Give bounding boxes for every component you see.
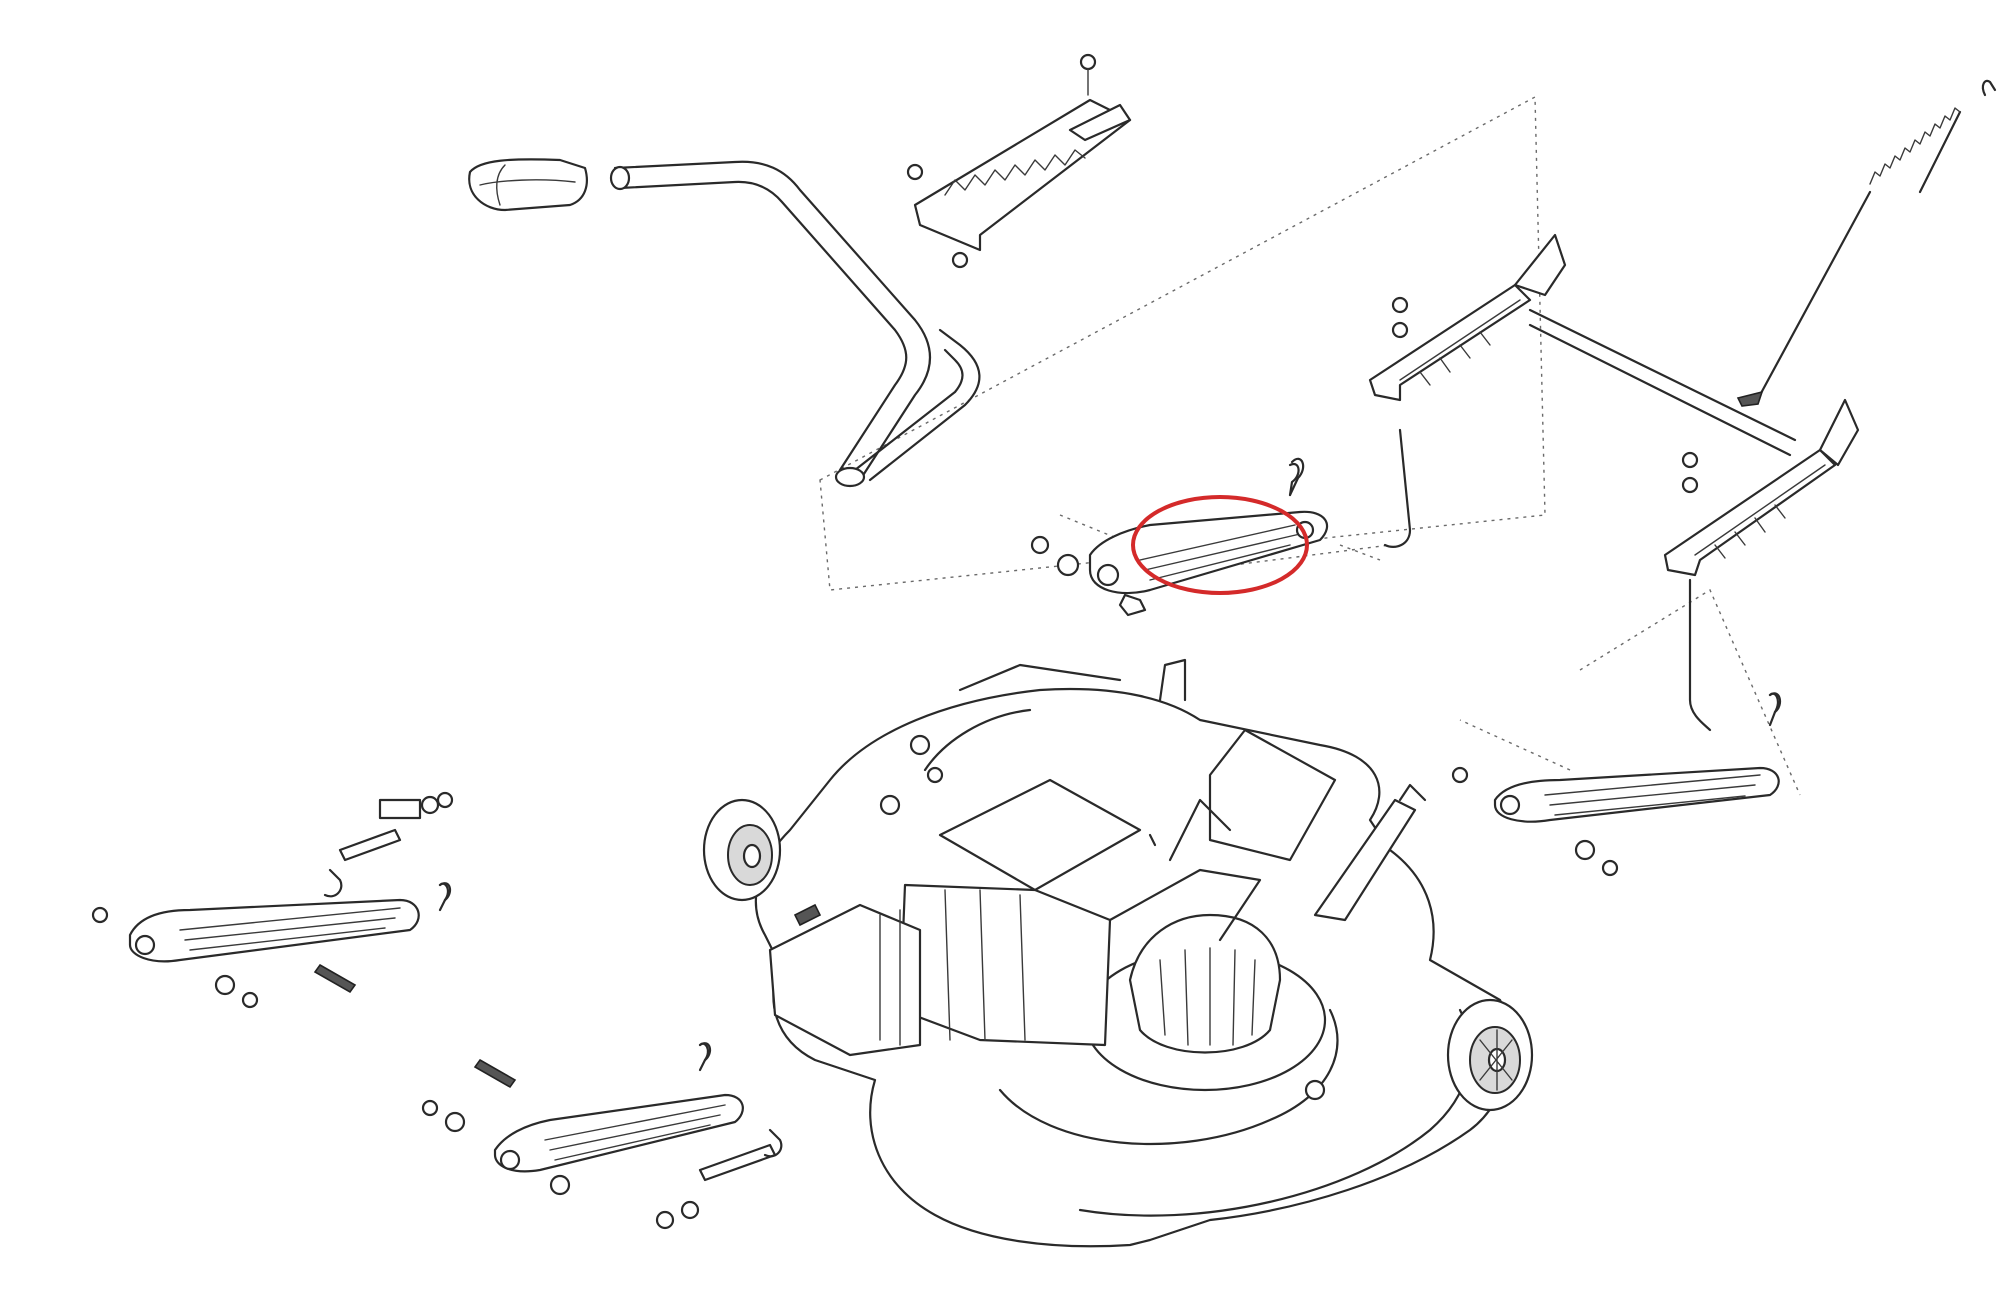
left-front-link-arm xyxy=(421,1042,783,1230)
lift-spring xyxy=(1736,79,1997,407)
mower-deck xyxy=(754,658,1512,1248)
right-wheel xyxy=(1446,998,1534,1112)
left-wheel xyxy=(702,798,782,902)
center-link-arm xyxy=(1030,462,1329,617)
highlight-circle xyxy=(1131,495,1309,595)
rear-lift-shaft-assembly xyxy=(1368,233,1860,732)
left-rear-link-arm xyxy=(91,791,454,1009)
right-link-arm xyxy=(1451,692,1780,877)
height-adjust-handle xyxy=(468,158,981,488)
cotter-pins xyxy=(438,457,1782,1062)
height-notch-plate xyxy=(906,53,1132,269)
